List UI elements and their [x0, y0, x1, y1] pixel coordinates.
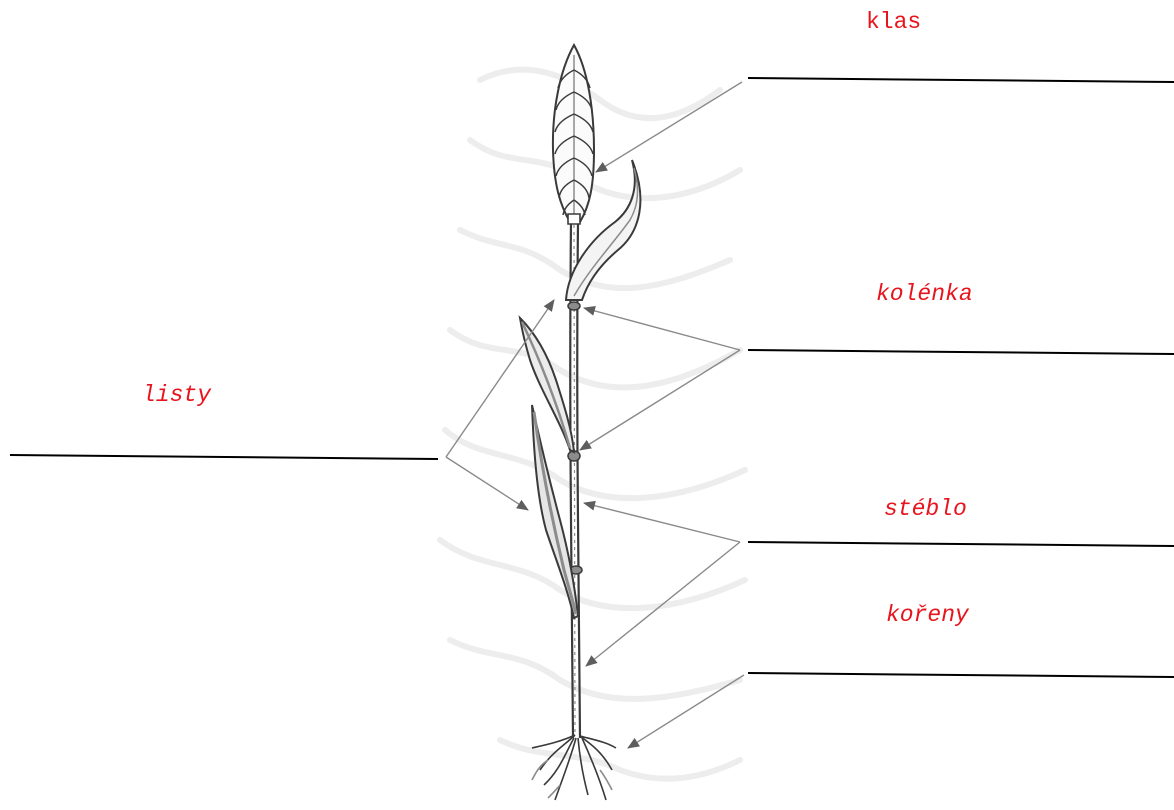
pointer-arrow-spike: [596, 82, 742, 172]
label-roots: kořeny: [886, 604, 969, 627]
pointer-arrow-stem-upper: [584, 503, 740, 542]
pointer-arrow-roots: [628, 675, 744, 748]
answer-line-roots: [748, 673, 1174, 677]
pointer-arrow-node-lower: [580, 350, 740, 450]
wheat-plant-illustration: [520, 45, 640, 800]
wheat-spike: [553, 45, 594, 224]
answer-line-stem: [748, 542, 1174, 546]
label-nodes: kolénka: [876, 283, 973, 306]
pointer-arrow-node-upper: [584, 308, 740, 350]
pointer-arrows: [446, 82, 744, 748]
label-stem: stéblo: [884, 498, 967, 521]
label-spike: klas: [866, 11, 921, 34]
roots-drawing: [532, 735, 616, 800]
answer-line-spike: [748, 78, 1174, 82]
label-leaves: listy: [142, 384, 211, 407]
answer-line-leaves: [10, 455, 438, 459]
answer-line-nodes: [748, 350, 1174, 354]
pointer-arrow-leaf-lower: [446, 457, 528, 510]
